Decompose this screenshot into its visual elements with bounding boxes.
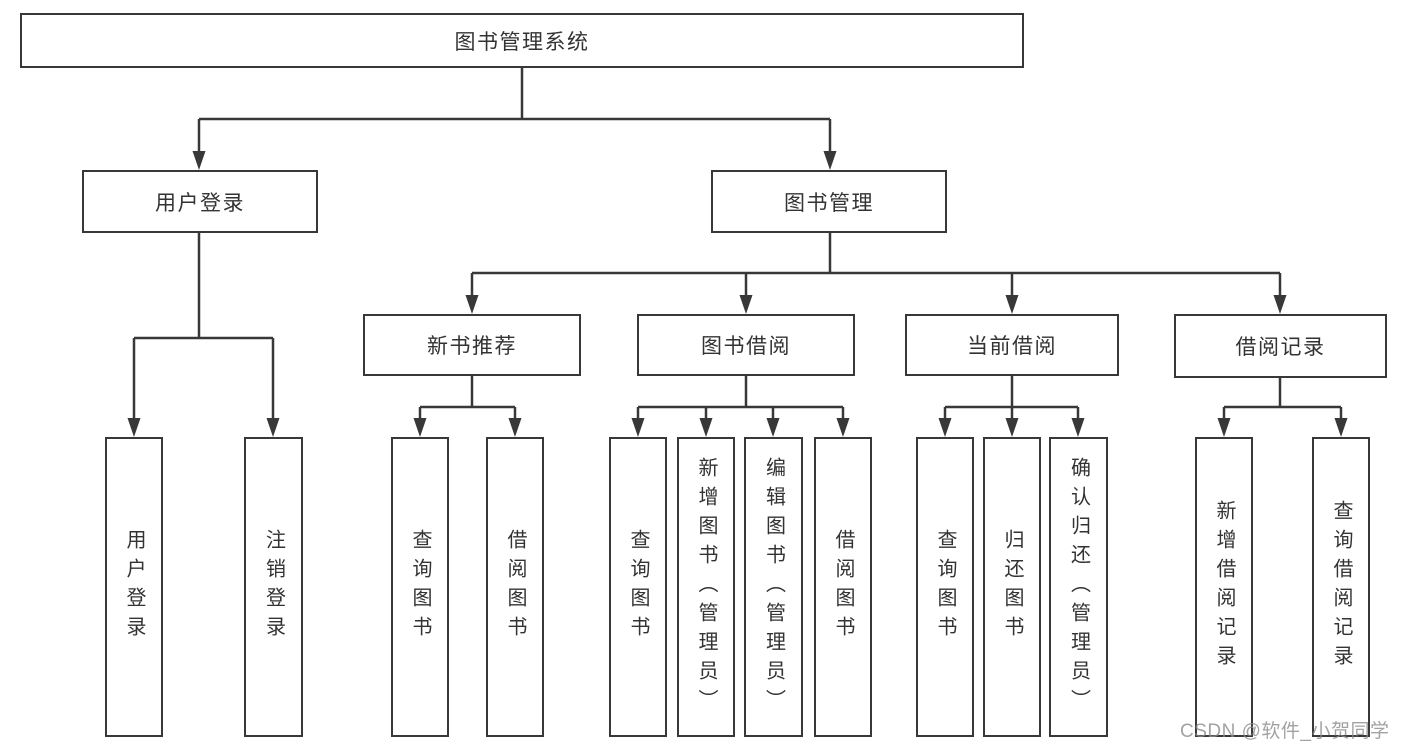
node-return-book: 归还图书	[983, 437, 1041, 737]
node-new-book-recommendation: 新书推荐	[363, 314, 581, 376]
node-borrowing-records-label: 借阅记录	[1235, 336, 1326, 359]
node-query-books-current-label: 查询图书	[934, 529, 956, 645]
node-user-login: 用户登录	[82, 170, 318, 233]
node-borrow-books-recommend-label: 借阅图书	[504, 529, 526, 645]
node-borrow-books: 借阅图书	[814, 437, 872, 737]
node-return-book-label: 归还图书	[1001, 529, 1023, 645]
node-add-borrow-record: 新增借阅记录	[1195, 437, 1253, 737]
node-borrow-books-label: 借阅图书	[832, 529, 854, 645]
node-query-borrow-record-label: 查询借阅记录	[1330, 500, 1352, 674]
node-library-system-label: 图书管理系统	[454, 30, 590, 54]
node-add-book-admin: 新增图书（管理员）	[677, 437, 735, 737]
node-add-book-admin-label: 新增图书（管理员）	[695, 456, 717, 718]
node-logout-label: 注销登录	[262, 529, 285, 645]
node-book-borrowing-label: 图书借阅	[701, 335, 791, 358]
node-confirm-return-admin: 确认归还（管理员）	[1049, 437, 1108, 737]
node-new-book-recommendation-label: 新书推荐	[427, 335, 517, 358]
node-query-books-recommend: 查询图书	[391, 437, 449, 737]
node-book-management: 图书管理	[711, 170, 947, 233]
node-logout: 注销登录	[244, 437, 303, 737]
node-query-books-borrowing-label: 查询图书	[627, 529, 649, 645]
node-user-login-label: 用户登录	[155, 191, 245, 215]
node-query-books-current: 查询图书	[916, 437, 974, 737]
node-borrow-books-recommend: 借阅图书	[486, 437, 544, 737]
node-query-borrow-record: 查询借阅记录	[1312, 437, 1370, 737]
node-book-management-label: 图书管理	[784, 191, 874, 215]
node-edit-book-admin: 编辑图书（管理员）	[744, 437, 803, 737]
node-current-borrowing-label: 当前借阅	[967, 335, 1057, 358]
node-user-login-leaf: 用户登录	[105, 437, 163, 737]
node-book-borrowing: 图书借阅	[637, 314, 855, 376]
node-current-borrowing: 当前借阅	[905, 314, 1119, 376]
node-borrowing-records: 借阅记录	[1174, 314, 1387, 378]
node-user-login-leaf-label: 用户登录	[123, 529, 145, 645]
watermark: CSDN @软件_小贺同学	[1180, 721, 1390, 742]
node-edit-book-admin-label: 编辑图书（管理员）	[762, 456, 785, 718]
node-library-system: 图书管理系统	[20, 13, 1024, 68]
node-add-borrow-record-label: 新增借阅记录	[1213, 500, 1235, 674]
node-confirm-return-admin-label: 确认归还（管理员）	[1067, 456, 1090, 718]
node-query-books-borrowing: 查询图书	[609, 437, 667, 737]
node-query-books-recommend-label: 查询图书	[409, 529, 431, 645]
